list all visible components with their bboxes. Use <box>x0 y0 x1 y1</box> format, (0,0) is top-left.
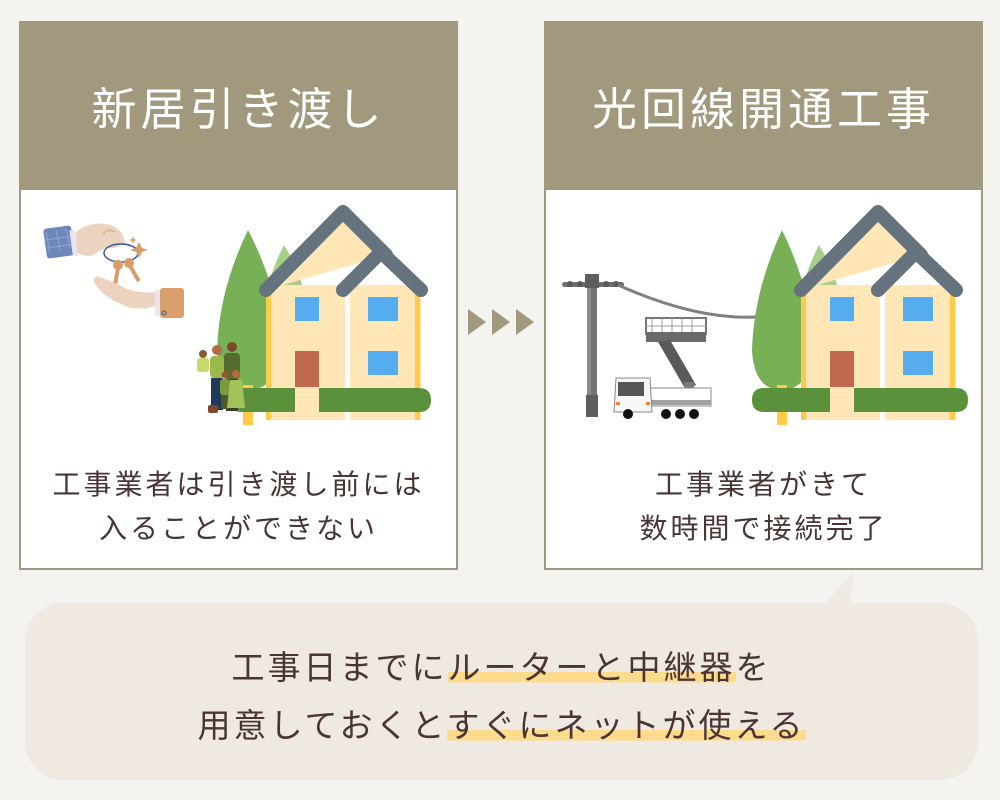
receiving-hand-icon <box>93 276 184 318</box>
family-icon <box>197 342 245 413</box>
panel-caption: 工事業者がきて 数時間で接続完了 <box>546 463 981 551</box>
caption-line: 工事業者がきて <box>654 468 872 501</box>
panel-header: 新居引き渡し <box>19 21 458 190</box>
callout-text-plain: 工事日までに <box>231 648 448 687</box>
panel-move-in-handover: 新居引き渡し <box>19 21 458 570</box>
panel-fiber-installation: 光回線開通工事 <box>544 21 983 570</box>
house-icon <box>752 205 968 420</box>
callout-highlight: ルーターと中継器 <box>447 648 736 687</box>
callout-highlight: すぐにネットが使える <box>446 706 806 745</box>
panel-title: 新居引き渡し <box>91 83 386 136</box>
panel-caption: 工事業者は引き渡し前には 入ることができない <box>21 463 456 551</box>
house-icon <box>231 205 431 420</box>
callout-text: 工事日までにルーターと中継器を 用意しておくとすぐにネットが使える <box>25 639 978 755</box>
triple-chevron-right-icon <box>468 309 534 335</box>
giving-hand-icon <box>43 223 125 259</box>
caption-line: 入ることができない <box>98 512 378 545</box>
caption-line: 数時間で接続完了 <box>639 512 888 545</box>
utility-pole-icon <box>562 274 624 417</box>
speech-bubble-tail <box>824 572 854 604</box>
callout-bubble: 工事日までにルーターと中継器を 用意しておくとすぐにネットが使える <box>25 603 978 780</box>
callout-line-1: 工事日までにルーターと中継器を <box>25 639 978 697</box>
bucket-truck-icon <box>613 317 712 419</box>
callout-text-plain: を <box>735 648 772 687</box>
callout-text-plain: 用意しておくと <box>197 706 447 745</box>
installation-illustration <box>562 205 968 425</box>
handover-illustration <box>43 205 431 425</box>
caption-line: 工事業者は引き渡し前には <box>52 468 425 501</box>
callout-line-2: 用意しておくとすぐにネットが使える <box>25 697 978 755</box>
panel-header: 光回線開通工事 <box>544 21 983 190</box>
panel-title: 光回線開通工事 <box>591 83 935 136</box>
